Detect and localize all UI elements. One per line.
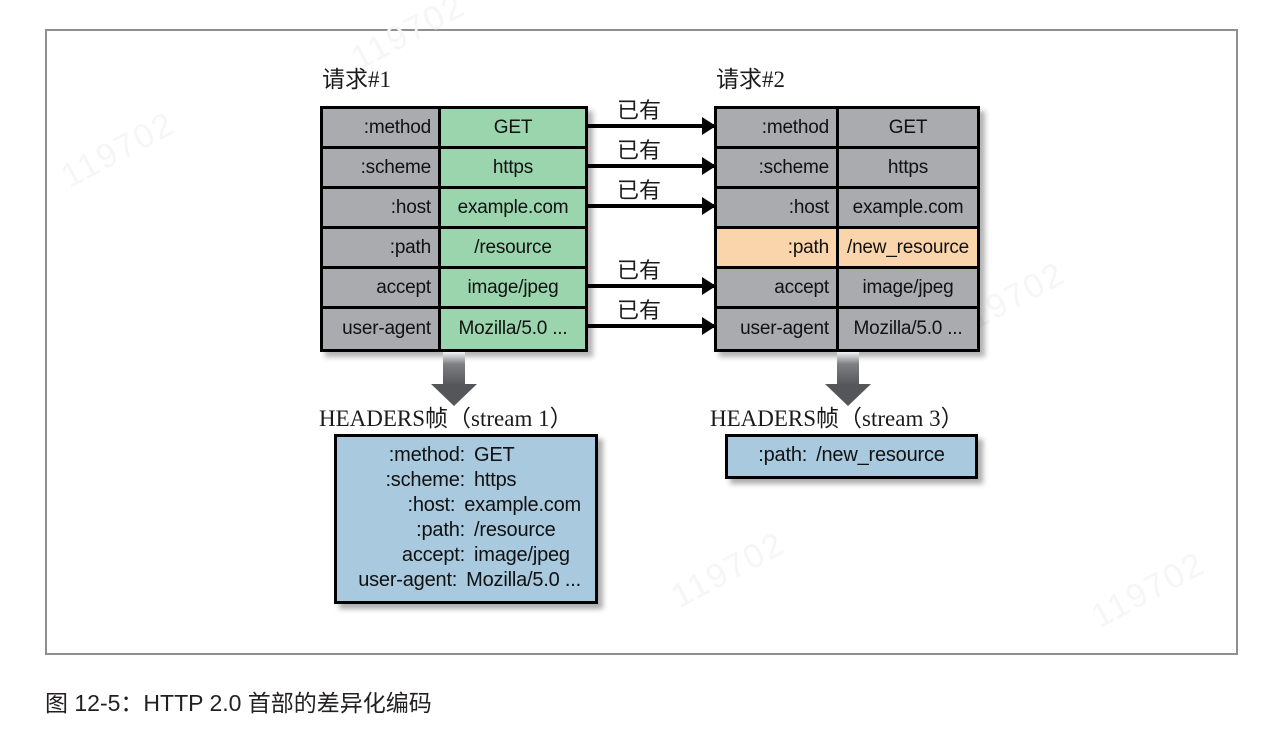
connector-arrowhead	[702, 197, 716, 215]
frame-line-key: :path:	[758, 444, 808, 466]
down-arrow-icon	[431, 352, 477, 406]
frame-line-key: user-agent:	[358, 569, 458, 591]
frame-line: :host: example.com	[351, 493, 582, 518]
frame-line-value: GET	[474, 444, 515, 466]
connector-line	[588, 324, 715, 328]
frame-line-key: accept:	[401, 544, 465, 566]
header-value: GET	[441, 109, 585, 146]
frame-line-value: https	[474, 469, 517, 491]
header-value: https	[441, 149, 585, 186]
header-key: :scheme	[717, 149, 839, 186]
watermark-text: 119702	[1085, 544, 1212, 636]
header-key: :path	[323, 229, 441, 266]
frame-line-key: :scheme:	[385, 469, 465, 491]
connector-label: 已有	[617, 98, 662, 123]
connector-label: 已有	[617, 258, 662, 283]
table-row-highlighted: :path /new_resource	[717, 229, 977, 269]
request1-table: :method GET :scheme https :host example.…	[320, 106, 588, 352]
frame2-label: HEADERS帧（stream 3）	[710, 406, 964, 431]
connector-arrowhead	[702, 157, 716, 175]
connector-arrowhead	[702, 317, 716, 335]
header-key: user-agent	[323, 309, 441, 349]
table-row: :scheme https	[323, 149, 585, 189]
request2-table: :method GET :scheme https :host example.…	[714, 106, 980, 352]
header-value: image/jpeg	[839, 269, 977, 306]
frame-line: :method: GET	[351, 443, 581, 468]
header-key: :host	[323, 189, 441, 226]
header-value: /new_resource	[839, 229, 977, 266]
table-row: :scheme https	[717, 149, 977, 189]
frame-line-value: Mozilla/5.0 ...	[466, 569, 581, 591]
request2-title: 请求#2	[716, 67, 785, 92]
connector-line	[588, 204, 715, 208]
frame-line: :path: /resource	[351, 518, 581, 543]
frame-line: :path: /new_resource	[742, 443, 961, 468]
header-key: :method	[323, 109, 441, 146]
header-value: Mozilla/5.0 ...	[441, 309, 585, 349]
table-row: :host example.com	[323, 189, 585, 229]
connector-line	[588, 284, 715, 288]
frame2-box: :path: /new_resource	[725, 434, 978, 479]
table-row: :method GET	[717, 109, 977, 149]
frame-line: user-agent: Mozilla/5.0 ...	[351, 568, 581, 593]
table-row: user-agent Mozilla/5.0 ...	[717, 309, 977, 349]
header-key: :method	[717, 109, 839, 146]
table-row: :host example.com	[717, 189, 977, 229]
request1-title: 请求#1	[322, 67, 391, 92]
frame-line-key: :method:	[388, 444, 465, 466]
connector-label: 已有	[617, 298, 662, 323]
header-value: GET	[839, 109, 977, 146]
header-key: :host	[717, 189, 839, 226]
frame-line-value: example.com	[464, 494, 581, 516]
figure-border: 119702 119702 119702 119702 119702 请求#1 …	[45, 0, 1238, 655]
table-row: :method GET	[323, 109, 585, 149]
table-row: accept image/jpeg	[717, 269, 977, 309]
frame1-box: :method: GET :scheme: https :host: examp…	[334, 434, 598, 604]
header-value: image/jpeg	[441, 269, 585, 306]
connector-arrowhead	[702, 117, 716, 135]
down-arrow-icon	[825, 352, 871, 406]
connector-line	[588, 124, 715, 128]
table-row: :path /resource	[323, 229, 585, 269]
watermark-text: 119702	[55, 104, 182, 196]
table-row: user-agent Mozilla/5.0 ...	[323, 309, 585, 349]
header-value: example.com	[441, 189, 585, 226]
figure-caption: 图 12-5：HTTP 2.0 首部的差异化编码	[45, 690, 432, 716]
frame-line: :scheme: https	[351, 468, 581, 493]
connector-arrowhead	[702, 277, 716, 295]
header-key: user-agent	[717, 309, 839, 349]
header-value: /resource	[441, 229, 585, 266]
header-value: https	[839, 149, 977, 186]
header-key: :scheme	[323, 149, 441, 186]
frame-line-value: /resource	[474, 519, 556, 541]
connector-label: 已有	[617, 178, 662, 203]
frame-line: accept: image/jpeg	[351, 543, 581, 568]
frame-line-value: /new_resource	[816, 444, 945, 466]
header-key: accept	[323, 269, 441, 306]
connector-label: 已有	[617, 138, 662, 163]
frame-line-key: :path:	[416, 519, 465, 541]
header-value: example.com	[839, 189, 977, 226]
watermark-text: 119702	[665, 524, 792, 616]
header-value: Mozilla/5.0 ...	[839, 309, 977, 349]
table-row: accept image/jpeg	[323, 269, 585, 309]
header-key: :path	[717, 229, 839, 266]
header-key: accept	[717, 269, 839, 306]
frame-line-key: :host:	[407, 494, 456, 516]
frame1-label: HEADERS帧（stream 1）	[319, 406, 573, 431]
connector-line	[588, 164, 715, 168]
frame-line-value: image/jpeg	[474, 544, 570, 566]
